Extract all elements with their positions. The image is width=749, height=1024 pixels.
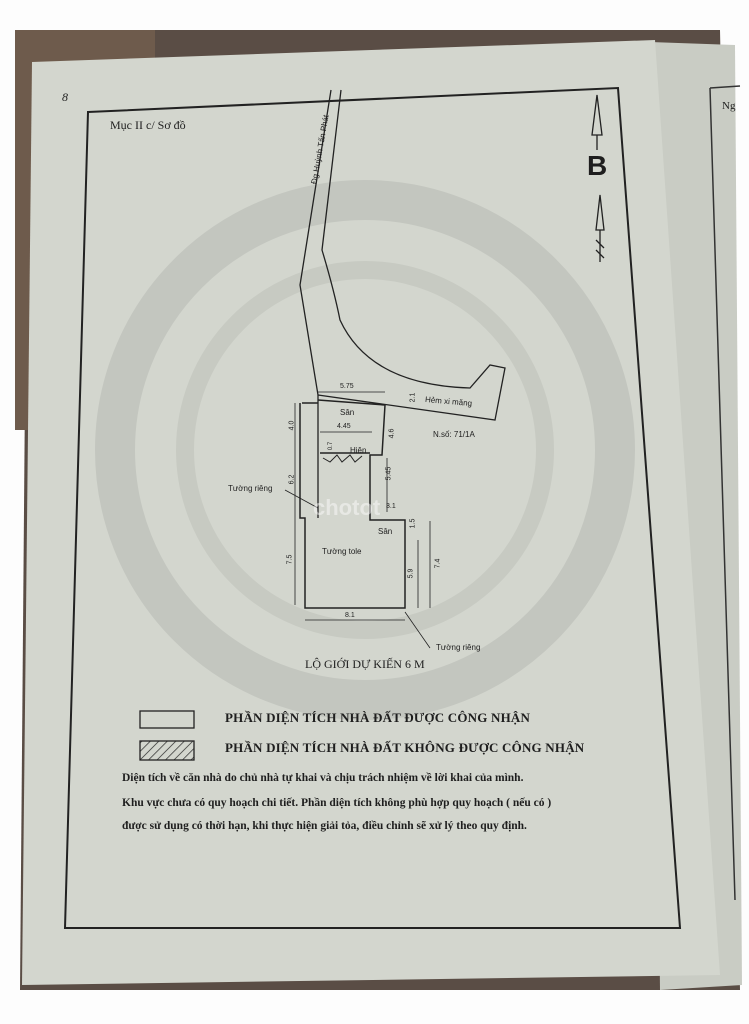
right-page-partial-text: Ng: [722, 100, 736, 112]
note-line-3: được sử dụng có thời hạn, khi thực hiện …: [122, 820, 527, 832]
label-tin-wall: Tường tole: [322, 547, 362, 556]
dim-left-mid: 6.2: [288, 474, 296, 485]
lot-outline: [299, 399, 406, 609]
section-title: Mục II c/ Sơ đồ: [110, 118, 186, 132]
legend-swatch-recognized: [139, 710, 195, 729]
label-yard-top: Sân: [340, 408, 355, 417]
dim-small: 1.5: [409, 518, 417, 529]
dim-left-upper: 4.0: [288, 420, 296, 431]
dim-inner-width: 4.45: [337, 423, 351, 430]
dim-diagonal: 4.6: [388, 428, 396, 439]
north-arrow-icon: [591, 94, 605, 262]
label-private-wall-left: Tường riêng: [228, 484, 273, 493]
house-number: N.số: 71/1A: [433, 430, 475, 439]
dim-right-lower: 7.4: [434, 558, 442, 569]
label-yard-small: Sân: [378, 527, 393, 536]
dim-right-mid: 5.45: [385, 466, 393, 481]
dim-porch: 0.7: [328, 441, 335, 451]
legend-unrecognized: PHẦN DIỆN TÍCH NHÀ ĐẤT KHÔNG ĐƯỢC CÔNG N…: [225, 740, 585, 755]
dim-inner-lower: 5.9: [407, 568, 415, 579]
label-private-wall-bottom: Tường riêng: [436, 643, 481, 652]
road-outline: [299, 89, 506, 518]
dim-step: 3.1: [386, 503, 396, 510]
seal-inner-ring: [176, 261, 554, 639]
page-frame: [63, 86, 682, 929]
north-label: B: [587, 150, 608, 181]
note-line-1: Diện tích về căn nhà do chủ nhà tự khai …: [122, 772, 524, 784]
seal-watermark: [95, 180, 635, 720]
label-porch: Hiên: [350, 446, 367, 455]
dim-left-lower: 7.5: [286, 554, 294, 565]
dim-bottom-width: 8.1: [345, 612, 355, 619]
dim-alley-width: 2.1: [409, 392, 417, 403]
setback-note: LỘ GIỚI DỰ KIẾN 6 M: [305, 657, 425, 671]
page-mark: 8: [62, 90, 68, 104]
legend-recognized: PHẦN DIỆN TÍCH NHÀ ĐẤT ĐƯỢC CÔNG NHẬN: [225, 710, 531, 725]
legend-swatch-unrecognized: [139, 740, 195, 761]
dimension-lines: [284, 391, 431, 649]
right-page-frame: [709, 85, 741, 901]
dim-top-width: 5.75: [340, 383, 354, 390]
watermark: chotot: [313, 495, 381, 520]
note-line-2: Khu vực chưa có quy hoạch chi tiết. Phần…: [122, 797, 552, 809]
